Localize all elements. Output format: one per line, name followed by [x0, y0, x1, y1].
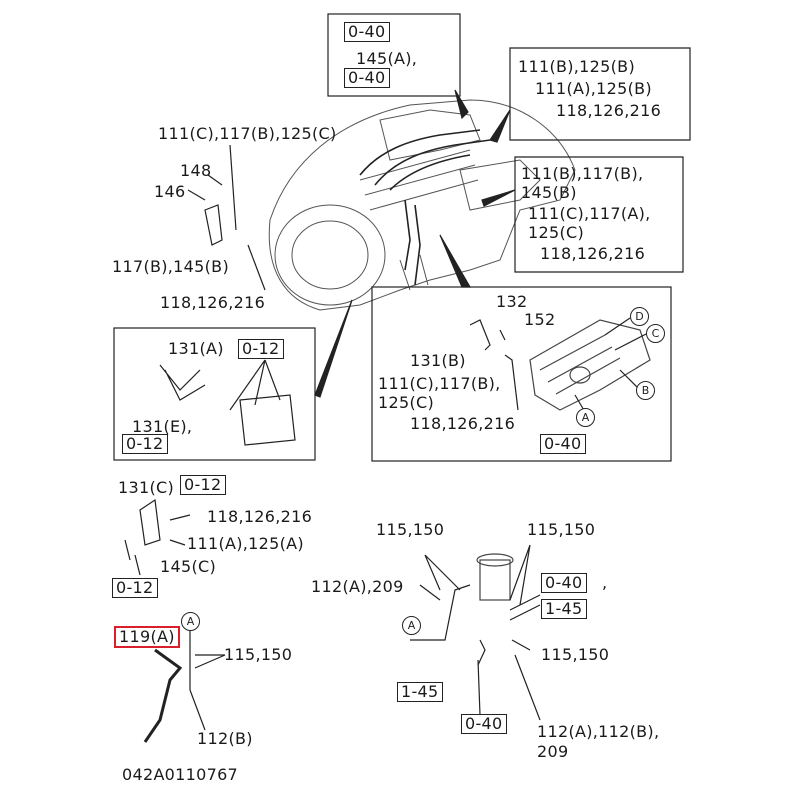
callout-mark-a-pipe: A: [181, 612, 200, 631]
part-label-bolts-pump: 118,126,216: [410, 414, 516, 433]
part-label-209: 209: [537, 742, 569, 761]
part-label-112a-209-left: 112(A),209: [311, 577, 404, 596]
part-label-115-150-right: 115,150: [527, 520, 596, 539]
part-label-131a: 131(A): [168, 339, 224, 358]
injection-pipes: [359, 129, 491, 286]
part-label-111b-117b: 111(B),117(B),: [521, 164, 644, 183]
part-label-119a-highlighted[interactable]: 119(A): [114, 626, 180, 648]
ref-box-left-inset-2[interactable]: 0-12: [122, 434, 168, 454]
ref-box-filter-2[interactable]: 1-45: [541, 599, 587, 619]
ref-box-left-inset-1[interactable]: 0-12: [238, 339, 284, 359]
callout-mark-c: C: [646, 324, 665, 343]
part-label-111c-117b-125c: 111(C),117(B),125(C): [158, 124, 337, 143]
part-label-111a-125a: 111(A),125(A): [187, 534, 304, 553]
part-label-115-150-pipe: 115,150: [224, 645, 293, 664]
part-label-148: 148: [180, 161, 212, 180]
part-label-111c-117a: 111(C),117(A),: [528, 204, 651, 223]
comma-separator: ,: [602, 573, 608, 592]
pipe-119a-shape: [143, 648, 183, 743]
ref-box-filter-1[interactable]: 0-40: [541, 573, 587, 593]
part-label-bolts-top: 118,126,216: [556, 101, 662, 120]
part-label-152: 152: [524, 310, 556, 329]
part-label-115-150-low: 115,150: [541, 645, 610, 664]
top-inset-frame: [327, 13, 461, 97]
part-label-111a-125b: 111(A),125(B): [535, 79, 652, 98]
part-label-131c: 131(C): [118, 478, 174, 497]
ref-box-top-2[interactable]: 0-40: [344, 68, 390, 88]
pump-illustration: [529, 319, 651, 411]
part-label-115-150-left: 115,150: [376, 520, 445, 539]
part-label-112b-pipe: 112(B): [197, 729, 253, 748]
part-label-146: 146: [154, 182, 186, 201]
ref-box-top-1[interactable]: 0-40: [344, 22, 390, 42]
ref-box-left-lower-2[interactable]: 0-12: [112, 578, 158, 598]
part-label-111c-117b-pump: 111(C),117(B),: [378, 374, 501, 393]
callout-mark-a-pump: A: [576, 408, 595, 427]
part-label-131e: 131(E),: [132, 417, 193, 436]
part-label-125c-pump: 125(C): [378, 393, 434, 412]
callout-mark-b: B: [636, 381, 655, 400]
part-label-111b-125b: 111(B),125(B): [518, 57, 635, 76]
part-label-bolts-lower: 118,126,216: [207, 507, 313, 526]
part-label-117b-145b: 117(B),145(B): [112, 257, 229, 276]
document-id: 042A0110767: [122, 765, 239, 784]
filter-illustration: [476, 553, 514, 601]
ref-box-filter-4[interactable]: 0-40: [461, 714, 507, 734]
engine-illustration: [268, 99, 576, 311]
part-label-131b: 131(B): [410, 351, 466, 370]
ref-box-filter-3[interactable]: 1-45: [397, 682, 443, 702]
part-label-145c: 145(C): [160, 557, 216, 576]
part-label-132: 132: [496, 292, 528, 311]
part-label-145b: 145(B): [521, 183, 577, 202]
ref-box-left-lower-1[interactable]: 0-12: [180, 475, 226, 495]
callout-mark-a-filter: A: [402, 616, 421, 635]
part-label-112a-112b: 112(A),112(B),: [537, 722, 660, 741]
ref-box-pump[interactable]: 0-40: [540, 434, 586, 454]
part-label-145a: 145(A),: [356, 49, 418, 68]
part-label-bolts-left: 118,126,216: [160, 293, 266, 312]
part-label-bolts-mid: 118,126,216: [540, 244, 646, 263]
callout-mark-d: D: [630, 307, 649, 326]
part-label-125c: 125(C): [528, 223, 584, 242]
